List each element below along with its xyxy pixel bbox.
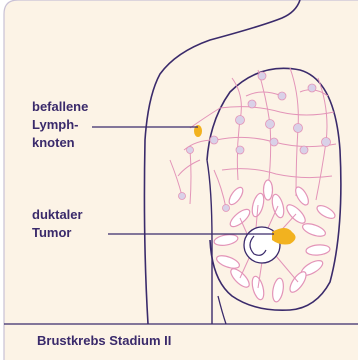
lymph-node bbox=[223, 205, 230, 212]
lymph-node bbox=[236, 116, 245, 125]
lymph-node bbox=[248, 100, 256, 108]
lymph-node bbox=[187, 147, 194, 154]
lymph-node bbox=[270, 138, 278, 146]
lobule bbox=[264, 180, 273, 200]
lymph-node-label-line-1: befallene bbox=[32, 98, 88, 116]
lymph-node bbox=[278, 92, 286, 100]
tumor-label: duktaler Tumor bbox=[32, 206, 83, 242]
lymph-node bbox=[308, 84, 316, 92]
lymph-node-label-line-2: Lymph- bbox=[32, 116, 88, 134]
lymph-node bbox=[179, 193, 186, 200]
lymph-node bbox=[266, 120, 275, 129]
tumor-label-line-2: Tumor bbox=[32, 224, 83, 242]
lymph-node bbox=[258, 72, 266, 80]
lymph-node-label-line-3: knoten bbox=[32, 134, 88, 152]
lymph-node bbox=[210, 136, 218, 144]
lymph-node bbox=[236, 146, 244, 154]
lymph-node-label: befallene Lymph- knoten bbox=[32, 98, 88, 152]
diagram-caption: Brustkrebs Stadium II bbox=[37, 333, 171, 348]
lymph-node bbox=[294, 124, 303, 133]
tumor-label-line-1: duktaler bbox=[32, 206, 83, 224]
lymph-node bbox=[300, 146, 308, 154]
lymph-node bbox=[322, 138, 331, 147]
